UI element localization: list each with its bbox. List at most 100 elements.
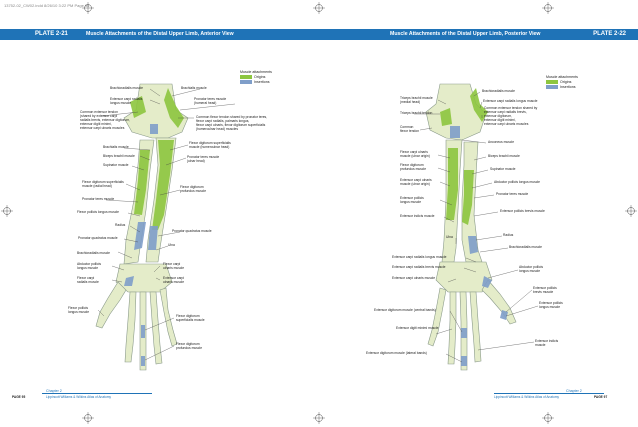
anterior-label: Flexor digitorum profundus muscle: [176, 342, 203, 350]
right-footer-publisher: Lippincott Williams & Wilkins Atlas of A…: [494, 395, 560, 399]
right-legend-insertions-label: Insertions: [560, 85, 576, 89]
registration-mark-top-left: [82, 2, 94, 14]
right-plate-number: PLATE 2-22: [593, 31, 626, 37]
finger-ring-anterior: [149, 291, 163, 365]
posterior-label: Brachioradialis muscle: [482, 89, 515, 93]
anterior-label: Ulna: [168, 243, 175, 247]
insertion-patch: [134, 222, 146, 250]
posterior-bones: [425, 83, 517, 371]
anterior-label: Flexor carpi ulnaris muscle: [163, 262, 185, 270]
anterior-label: Supinator muscle: [103, 163, 129, 167]
posterior-insertions: [450, 126, 508, 366]
posterior-label: Extensor carpi radialis longus muscle: [483, 99, 538, 103]
registration-mark-top-center: [313, 2, 325, 14]
posterior-label: Extensor indicis muscle: [400, 214, 435, 218]
posterior-label: Extensor digitorum muscle (lateral bands…: [366, 351, 427, 355]
registration-mark-bottom-left: [82, 412, 94, 424]
anterior-label: Flexor digitorum superficialis muscle: [176, 314, 205, 322]
anterior-label: Flexor pollicis longus muscle: [77, 210, 119, 214]
posterior-label: Extensor pollicis brevis muscle: [533, 286, 557, 294]
insertion-patch: [468, 236, 478, 254]
posterior-label: Common extensor tendon shared by extenso…: [484, 106, 538, 126]
finger-little-posterior: [427, 287, 447, 347]
right-legend: Muscle attachments Origins Insertions: [546, 75, 578, 90]
origin-patch: [470, 88, 488, 122]
posterior-label: Extensor carpi ulnaris muscle: [392, 276, 436, 280]
left-footer-page: PAGE 95: [12, 395, 26, 399]
posterior-label: Common flexor tendon: [400, 125, 420, 133]
anterior-label: Abductor pollicis longus muscle: [77, 262, 102, 270]
posterior-label: Flexor carpi ulnaris muscle (ulnar origi…: [400, 150, 430, 158]
posterior-label: Biceps brachii muscle: [488, 154, 520, 158]
anterior-label: Flexor pollicis longus muscle: [68, 306, 90, 314]
origin-patch: [446, 148, 458, 220]
insertions-swatch: [240, 80, 252, 84]
posterior-label: Extensor indicis muscle: [535, 339, 559, 347]
print-slug: 13752-02_CW02.indd 8/26/10 3:22 PM Page …: [4, 3, 90, 8]
origins-swatch: [240, 75, 252, 79]
anterior-insertions: [124, 124, 158, 366]
insertion-patch: [148, 226, 158, 250]
origin-patch: [440, 108, 452, 126]
anterior-label: Extensor carpi radialis longus muscle: [110, 97, 143, 105]
anterior-label: Biceps brachii muscle: [103, 154, 135, 158]
left-legend-insertions-label: Insertions: [254, 80, 270, 84]
origin-patch: [134, 150, 150, 215]
right-legend-origins-label: Origins: [560, 80, 572, 84]
left-legend-origins-label: Origins: [254, 75, 266, 79]
posterior-leader-lines: [414, 91, 539, 363]
anterior-label: Common extensor tendon (shared by extens…: [80, 110, 131, 130]
finger-index-posterior: [469, 291, 482, 363]
posterior-label: Brachioradialis muscle: [509, 245, 542, 249]
right-plate-title: Muscle Attachments of the Distal Upper L…: [390, 31, 541, 37]
anterior-label: Flexor digitorum superficialis muscle (h…: [189, 141, 231, 149]
left-plate-title: Muscle Attachments of the Distal Upper L…: [86, 31, 234, 37]
posterior-label: Triceps brachii muscle (medial head): [400, 96, 433, 104]
left-legend-origins: Origins: [240, 75, 272, 80]
right-footer-rule: [494, 393, 604, 394]
insertions-swatch: [546, 85, 558, 89]
registration-mark-bottom-right: [542, 412, 554, 424]
posterior-label: Supinator muscle: [490, 167, 516, 171]
posterior-label: Extensor pollicis longus muscle: [539, 301, 563, 309]
anterior-label: Flexor digitorum profundus muscle: [180, 185, 207, 193]
origin-patch: [462, 170, 474, 225]
posterior-label: Extensor pollicis brevis muscle: [500, 209, 545, 213]
registration-mark-right: [625, 205, 637, 217]
anterior-label: Radius: [115, 223, 126, 227]
left-plate-number: PLATE 2-21: [35, 31, 68, 37]
posterior-label: Radius: [503, 233, 514, 237]
right-footer-chapter: Chapter 2: [566, 389, 582, 393]
posterior-label: Pronator teres muscle: [496, 192, 529, 196]
insertion-patch: [124, 276, 134, 286]
insertion-patch: [461, 356, 467, 366]
finger-ring-posterior: [447, 291, 457, 365]
anterior-label: Brachialis muscle: [181, 86, 207, 90]
posterior-label: Abductor pollicis longus muscle: [519, 265, 544, 273]
registration-mark-bottom-center: [313, 412, 325, 424]
insertion-patch: [500, 310, 508, 320]
posterior-label: Triceps brachii tendon: [400, 111, 433, 115]
right-footer-page: PAGE 97: [594, 395, 608, 399]
anterior-label: Brachioradialis muscle: [77, 251, 110, 255]
right-legend-origins: Origins: [546, 80, 578, 85]
thumb-anterior: [95, 281, 127, 329]
anterior-leader-lines: [97, 88, 236, 361]
posterior-label: Extensor carpi radialis brevis muscle: [392, 265, 446, 269]
anterior-label: Flexor carpi radialis muscle: [77, 276, 99, 284]
left-plate-header: PLATE 2-21 Muscle Attachments of the Dis…: [0, 29, 319, 40]
posterior-label: Flexor digitorum profundus muscle: [400, 163, 427, 171]
anterior-label: Common flexor tendon shared by pronator …: [196, 115, 268, 131]
left-footer-chapter: Chapter 2: [46, 389, 62, 393]
left-legend-insertions: Insertions: [240, 80, 272, 85]
posterior-label: Ulna: [446, 235, 453, 239]
insertion-patch: [450, 126, 460, 138]
right-legend-insertions: Insertions: [546, 85, 578, 90]
carpals-posterior: [435, 261, 493, 293]
posterior-label: Extensor digitorum muscle (central bands…: [374, 308, 436, 312]
registration-mark-left: [1, 205, 13, 217]
posterior-label: Extensor pollicis longus muscle: [400, 196, 424, 204]
